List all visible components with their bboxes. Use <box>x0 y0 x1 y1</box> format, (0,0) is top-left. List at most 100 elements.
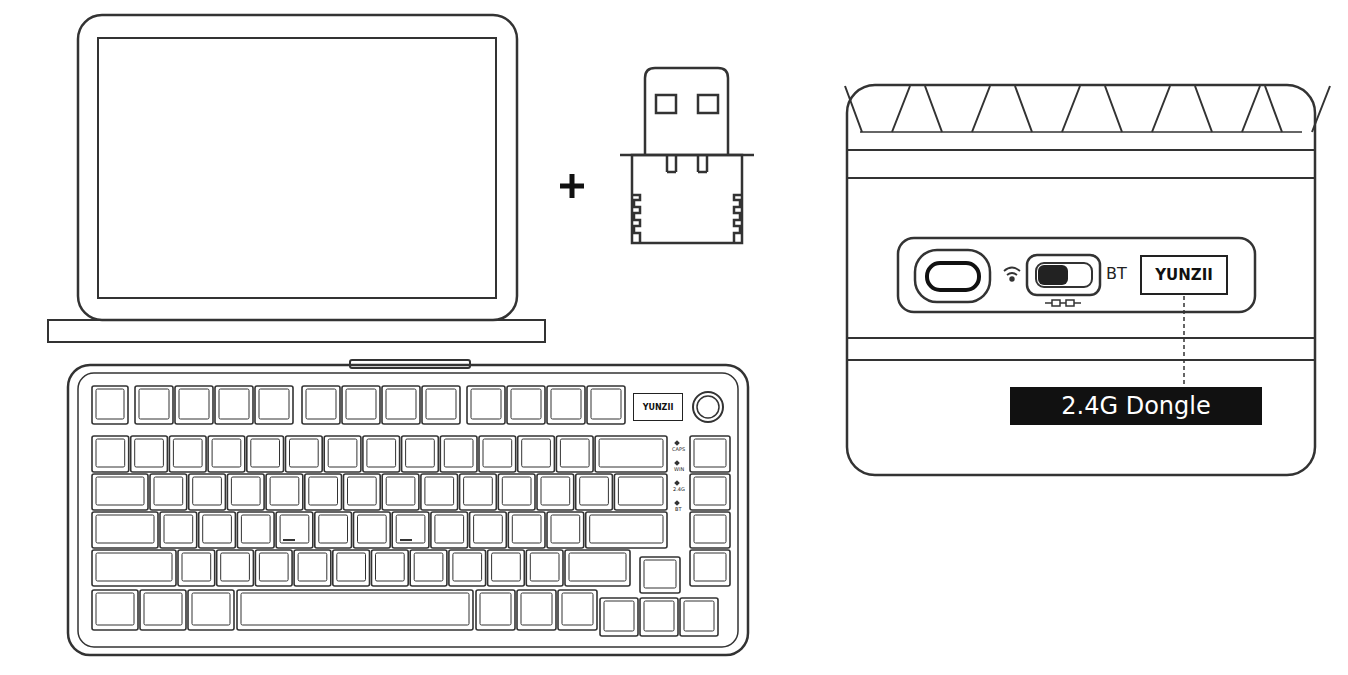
keycap-top <box>512 515 541 543</box>
keycap <box>440 436 477 472</box>
keycap-top <box>471 389 501 419</box>
keycap-top <box>203 515 232 543</box>
keycap <box>92 386 128 424</box>
keycap-top <box>474 515 503 543</box>
keycap-top <box>480 593 511 625</box>
keycap <box>690 512 730 548</box>
keycap-top <box>164 515 193 543</box>
keycap-top <box>96 553 172 581</box>
keycap <box>92 436 129 472</box>
keycap <box>547 512 584 548</box>
cable-symbol <box>1045 300 1081 306</box>
keycap <box>382 386 420 424</box>
keycap-top <box>541 477 570 505</box>
keycap <box>294 550 331 586</box>
keycap-top <box>464 477 493 505</box>
plus-sign <box>560 174 584 198</box>
keycap <box>392 512 429 548</box>
keycap-top <box>182 553 211 581</box>
keycap-top <box>212 439 241 467</box>
keycap <box>479 436 516 472</box>
keycap-top <box>591 389 621 419</box>
keycap-top <box>179 389 209 419</box>
keycap-top <box>492 553 521 581</box>
keycap <box>208 436 245 472</box>
keycap-top <box>694 553 726 581</box>
keycap <box>640 598 678 636</box>
keycap <box>680 598 718 636</box>
keycap-top <box>290 439 319 467</box>
indicator-label: BT <box>675 506 681 512</box>
keycap-top <box>406 439 435 467</box>
keycap-edge <box>925 86 990 132</box>
keycap-top <box>221 553 250 581</box>
keycap <box>517 590 556 630</box>
keycap <box>576 474 613 510</box>
dongle-box: YUNZII <box>1140 255 1228 295</box>
keycap <box>178 550 215 586</box>
keycap <box>488 550 525 586</box>
keycap-top <box>144 593 182 625</box>
keycap-top <box>453 553 482 581</box>
keycap <box>449 550 486 586</box>
keycap <box>276 512 313 548</box>
keycap <box>227 474 264 510</box>
keycap <box>247 436 284 472</box>
keycap <box>600 598 638 636</box>
keycap <box>640 557 680 593</box>
mode-label: BT <box>1106 264 1127 283</box>
callout-label: 2.4G Dongle <box>1010 387 1262 425</box>
keycap <box>690 436 730 472</box>
keycap <box>470 512 507 548</box>
wifi-icon <box>1004 268 1020 281</box>
keycap <box>315 512 352 548</box>
keycap-edge <box>1265 86 1330 132</box>
keycap-top <box>580 477 609 505</box>
keycap-top <box>367 439 396 467</box>
keycap-top <box>426 389 456 419</box>
keycap-top <box>483 439 512 467</box>
keycap <box>255 550 292 586</box>
keycap <box>302 386 340 424</box>
keycap <box>690 550 730 586</box>
keycap <box>92 590 138 630</box>
keycap-top <box>337 553 366 581</box>
keycap <box>556 436 593 472</box>
closeup-panel <box>845 85 1330 475</box>
keycap-top <box>644 560 676 588</box>
logo-screen: YUNZII <box>633 393 683 421</box>
keycap-top <box>346 389 376 419</box>
keycap <box>498 474 535 510</box>
keycap-top <box>425 477 454 505</box>
keycap <box>135 386 173 424</box>
laptop <box>48 15 545 342</box>
keycap <box>537 474 574 510</box>
keycap-top <box>139 389 169 419</box>
keycap <box>526 550 563 586</box>
keycap <box>175 386 213 424</box>
keycap <box>342 386 380 424</box>
keycap-top <box>309 477 338 505</box>
leader-line <box>1184 296 1185 386</box>
indicator-label: CAPS <box>672 446 685 452</box>
keycap <box>237 512 274 548</box>
keycap-top <box>694 515 726 543</box>
keycap-edge <box>845 86 910 132</box>
node-text: 2.4G Dongle <box>1061 392 1210 420</box>
keycap <box>587 386 625 424</box>
keycap <box>431 512 468 548</box>
keycap <box>266 474 303 510</box>
keycap <box>189 474 226 510</box>
keycap <box>422 386 460 424</box>
keycap-top <box>396 515 425 543</box>
keycap <box>410 550 447 586</box>
keycap <box>188 590 234 630</box>
usb-dongle <box>620 68 754 243</box>
keycap <box>150 474 187 510</box>
keycap <box>92 512 158 548</box>
keycap <box>92 550 176 586</box>
keycap-edge <box>1105 86 1170 132</box>
keycap-top <box>358 515 387 543</box>
keycap <box>160 512 197 548</box>
